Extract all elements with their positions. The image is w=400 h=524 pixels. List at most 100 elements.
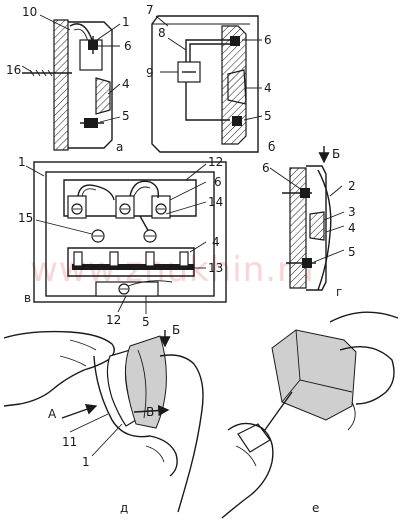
key-2-g [317,169,332,291]
left-hand-fold2-d [59,355,87,367]
switch-housing-a [68,21,113,149]
leader-1-d [91,423,123,457]
wire-upper-b2 [189,43,230,62]
label-4-g: 4 [348,221,356,235]
label-6-a: 6 [124,39,132,53]
holding-hand-e [329,311,399,323]
upper-block-v [63,179,197,217]
leader-2-g [329,185,343,197]
leader-1-a [93,23,121,43]
subfigure-b-section: 7 8 9 6 4 5 б [146,3,275,154]
rocker-3-g [309,211,325,241]
leader-3-g [323,211,345,221]
subfigure-label-a: а [116,140,123,154]
label-4-v: 4 [212,235,220,249]
label-1-a: 1 [122,15,130,29]
cover-plate-1-v [33,161,227,303]
leader-6-v [169,181,207,201]
wall-base-a [53,19,69,151]
label-6-g: 6 [262,161,270,175]
label-12-bot: 12 [106,313,121,327]
leader-8 [167,37,187,51]
leader-4-g [325,225,345,233]
leader-5-a [99,116,121,123]
label-5-g: 5 [348,245,356,259]
wire-upper-b [185,39,230,62]
arrow-a-d [61,403,98,419]
label-4-a: 4 [122,77,130,91]
working-hand-e [221,422,274,519]
label-arrow-a-d: А [48,407,57,421]
leader-15 [35,219,93,235]
label-5-a: 5 [122,109,130,123]
label-9: 9 [146,66,154,80]
label-1-v: 1 [18,155,26,169]
comb-tooth-4 [179,251,189,267]
wire-coil-v-2b [133,186,151,197]
label-5-b: 5 [264,109,272,123]
label-5-v: 5 [142,315,150,329]
screw-thread-16 [29,69,53,77]
holding-fingers-e [339,346,395,405]
label-13: 13 [208,261,223,275]
leader-5-g [313,249,345,263]
leader-4-a [107,83,121,95]
wire-coil-v-1 [77,184,115,201]
subfigure-label-g: г [336,285,342,299]
label-10: 10 [22,5,37,19]
right-fingers-d [149,435,178,477]
label-2-g: 2 [348,179,356,193]
leader-1-v [25,165,45,177]
comb-tooth-3 [145,251,155,267]
label-4-b: 4 [264,81,272,95]
switch-housing-edge2-e [299,379,353,393]
switch-housing-e [271,329,357,421]
subfigure-a-section: 10 1 6 16 4 5 а [6,5,132,154]
subfigure-label-v: в [24,291,31,305]
lower-block-v [67,247,195,277]
wire-lower-b [185,80,230,121]
terminal-6-b [230,36,240,46]
working-hand-fold-e [235,445,257,467]
subfigure-v-front: 1 12 6 14 15 4 13 12 5 в [18,155,227,329]
right-hand-d [159,354,204,513]
leader-5-b [243,115,263,121]
label-arrow-b-g: Б [332,147,340,161]
label-1-d: 1 [82,455,90,469]
left-fingers-d [93,355,151,438]
leader-6-g [269,167,303,191]
label-14: 14 [208,195,223,209]
leader-4-v [189,241,207,253]
subfigure-e-screwdriver: е [221,311,399,519]
label-16: 16 [6,63,21,77]
screwdriver-shaft-e [261,391,293,435]
subfigure-d-hands: Б А В 11 1 д [3,323,204,515]
bottom-wire-v [127,280,173,287]
leader-7 [155,15,169,27]
leader-12-top [185,163,207,181]
contact-bar-v [72,264,194,270]
holding-finger-tip-e [347,401,356,431]
rocker-4-a [95,77,111,115]
label-7: 7 [146,3,154,17]
subfigure-label-e: е [312,501,319,515]
comb-tooth-2 [109,251,119,267]
wire-coil-v-2 [129,180,160,199]
wall-g [289,167,307,289]
label-15: 15 [18,211,33,225]
right-finger-fold-d [145,445,165,463]
subfigure-label-d: д [120,501,128,515]
leader-14 [165,201,207,215]
arrow-v-d [133,404,170,417]
screwdriver-handle-e [237,423,271,453]
label-arrow-b-d: Б [172,323,180,337]
left-hand-d [3,330,115,407]
leader-12-bot [117,295,127,313]
leader-16 [21,65,33,73]
label-11: 11 [62,435,77,449]
terminal-5-b [232,116,242,126]
label-3-g: 3 [348,205,356,219]
leader-10 [39,14,71,31]
